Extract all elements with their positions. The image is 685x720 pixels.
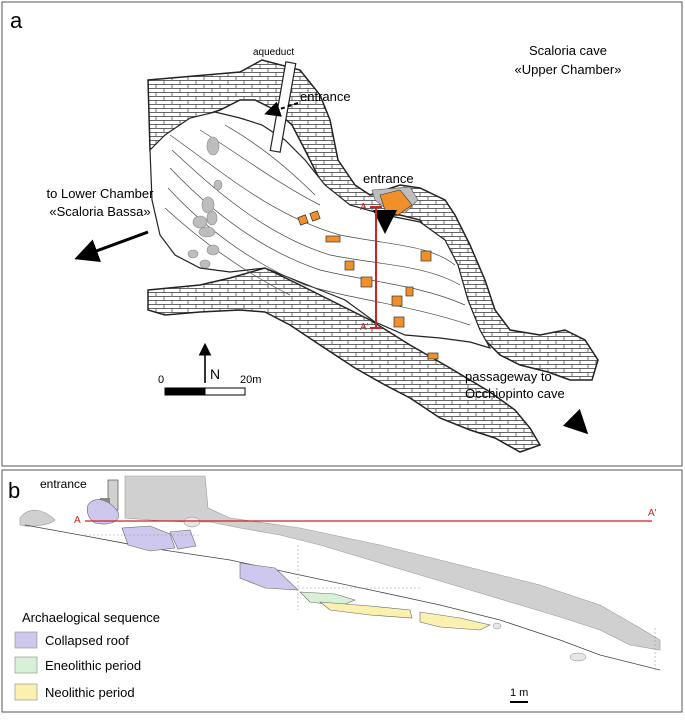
legend-swatch-collapsed-roof	[14, 631, 38, 649]
cave-floor	[149, 111, 492, 349]
boulders	[187, 136, 223, 269]
profile-section-right: A'	[648, 508, 657, 519]
lower-chamber-line1: to Lower Chamber	[47, 186, 155, 201]
profile-entrance-label: entrance	[40, 477, 87, 491]
panel-a-frame	[1, 1, 683, 467]
lower-chamber-line2: «Scaloria Bassa»	[49, 204, 150, 219]
legend-swatch-eneolithic	[14, 656, 38, 674]
profile-roof	[124, 475, 661, 651]
find-marker	[405, 286, 414, 297]
profile-scale-label: 1 m	[510, 687, 528, 699]
legend-title: Archaelogical sequence	[22, 610, 160, 625]
legend-label-collapsed-roof: Collapsed roof	[45, 633, 129, 648]
entrance-top-arrow	[264, 101, 299, 117]
passage-arrow	[562, 408, 589, 435]
find-marker	[360, 276, 373, 288]
eneolithic-deposit	[299, 591, 356, 607]
find-marker	[297, 214, 309, 226]
panel-b-frame	[1, 469, 683, 713]
find-marker	[391, 295, 403, 307]
find-marker	[325, 235, 341, 243]
panel-a-letter: a	[10, 8, 23, 33]
profile-floor	[24, 524, 661, 671]
profile-small-rocks	[183, 516, 587, 662]
scale-start-label: 0	[158, 374, 164, 386]
entrance-mid-label: entrance	[363, 171, 414, 186]
cave-title-line1: Scaloria cave	[529, 43, 607, 58]
aqueduct-label: aqueduct	[253, 47, 294, 58]
legend-swatch-neolithic	[14, 683, 38, 701]
passage-line1: passageway to	[465, 369, 552, 384]
lower-chamber-arrow	[74, 230, 149, 263]
entrance-deposit	[379, 189, 413, 216]
scale-end-label: 20m	[240, 374, 261, 386]
cave-title-line2: «Upper Chamber»	[515, 62, 622, 77]
passage-line2: Occhiopinto cave	[465, 386, 565, 401]
find-marker	[393, 316, 405, 328]
profile-left-rock	[19, 509, 56, 527]
panel-b-letter: b	[8, 478, 20, 503]
profile-section-left: A	[74, 515, 81, 526]
section-label-bottom: A'	[360, 322, 369, 333]
finds-markers	[297, 210, 439, 360]
legend-label-eneolithic: Eneolithic period	[45, 658, 141, 673]
legend-label-neolithic: Neolithic period	[45, 685, 135, 700]
profile-grid	[85, 534, 656, 670]
entrance-top-label: entrance	[300, 89, 351, 104]
neolithic-deposits	[319, 601, 491, 631]
north-label: N	[210, 366, 220, 382]
find-marker	[420, 250, 432, 262]
find-marker	[344, 260, 355, 271]
scale-bar-white	[204, 387, 246, 396]
section-label-top: A	[360, 202, 367, 213]
scale-bar-black	[164, 387, 206, 396]
find-marker	[427, 352, 439, 360]
find-marker	[309, 210, 321, 222]
entrance-block	[378, 210, 392, 218]
